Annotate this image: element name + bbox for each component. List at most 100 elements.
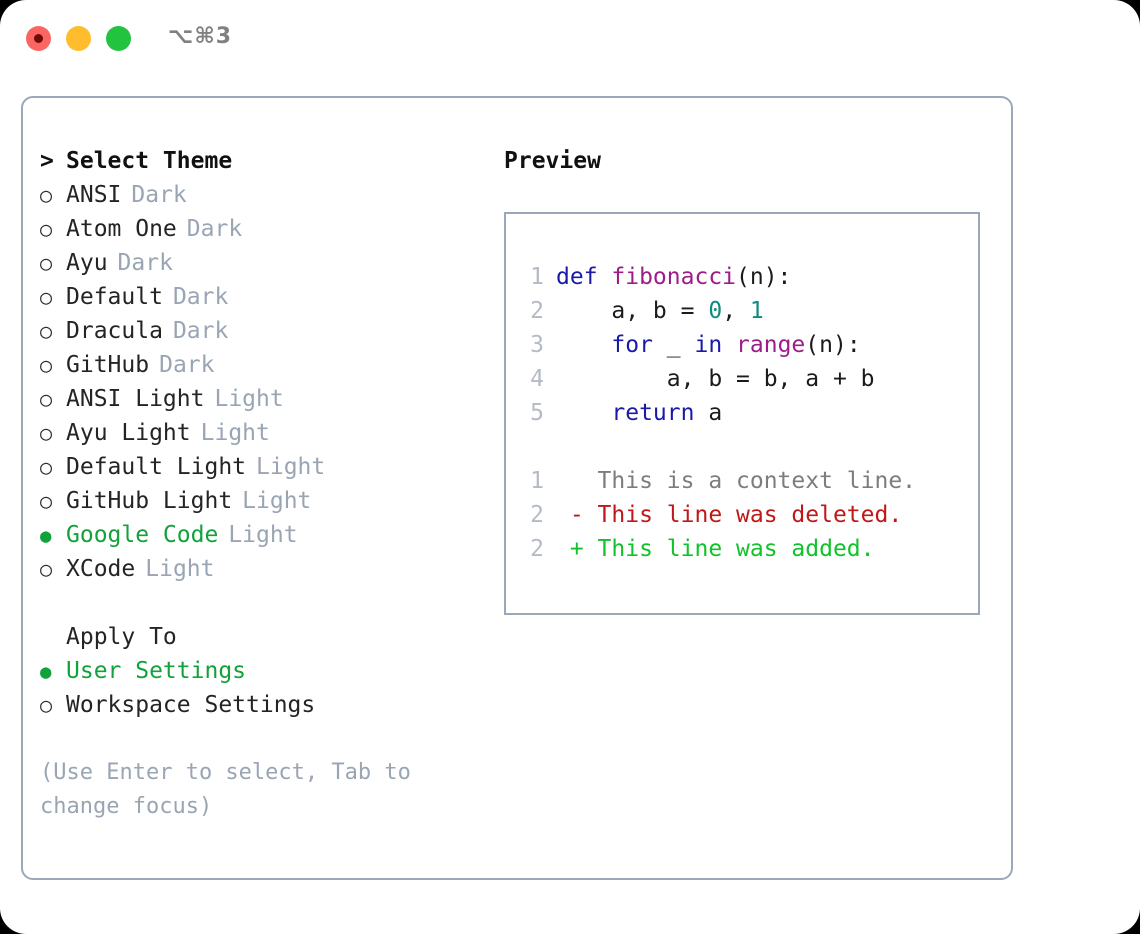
preview-title: Preview [504, 148, 601, 174]
code-line-text: a, b = 0, 1 [556, 294, 764, 328]
theme-name: Ayu Light [66, 420, 191, 446]
diff-line: 2 - This line was deleted. [518, 498, 972, 532]
apply-to-options: ● User Settings ○Workspace Settings [40, 654, 490, 722]
theme-name: Default [66, 284, 163, 310]
theme-name: GitHub Light [66, 488, 233, 514]
theme-name: Default Light [66, 454, 247, 480]
radio-unselected-icon: ○ [40, 183, 53, 207]
code-line: 2 a, b = 0, 1 [518, 294, 972, 328]
radio-unselected-icon: ○ [40, 489, 53, 513]
radio-unselected-icon: ○ [40, 557, 53, 581]
radio-unselected-icon: ○ [40, 421, 53, 445]
theme-variant-tag: Light [200, 420, 270, 446]
selection-arrow-icon: > [40, 148, 54, 174]
line-number: 2 [530, 536, 544, 562]
code-token-kw: for [611, 332, 653, 358]
theme-list-item[interactable]: ○ ANSI Light Light [40, 382, 490, 416]
radio-unselected-icon: ○ [40, 285, 53, 309]
apply-to-option-label: User Settings [66, 658, 247, 684]
apply-to-title: Apply To [66, 624, 177, 650]
code-line: 5 return a [518, 396, 972, 430]
line-number: 4 [530, 366, 544, 392]
code-token-plain: (n): [736, 264, 792, 290]
theme-variant-tag: Light [256, 454, 326, 480]
code-token-plain [722, 332, 736, 358]
code-token-num: 1 [749, 298, 764, 324]
theme-name: Google Code [66, 522, 219, 548]
line-number: 2 [530, 298, 544, 324]
theme-name: XCode [66, 556, 136, 582]
radio-unselected-icon: ○ [40, 693, 53, 717]
code-token-plain: a [694, 400, 723, 426]
diff-line-text: This is a context line. [597, 468, 917, 494]
apply-to-marker-placeholder [40, 620, 66, 654]
apply-to-option[interactable]: ● User Settings [40, 654, 490, 688]
theme-name: ANSI Light [66, 386, 205, 412]
theme-name: ANSI [66, 182, 122, 208]
radio-selected-icon: ● [40, 661, 52, 683]
theme-variant-tag: Dark [117, 250, 173, 276]
line-number: 3 [530, 332, 544, 358]
radio-unselected-icon: ○ [40, 387, 53, 411]
radio-unselected-icon: ○ [40, 217, 53, 241]
code-token-fn: fibonacci [611, 264, 737, 290]
theme-variant-tag: Dark [172, 318, 229, 344]
maximize-button[interactable] [106, 26, 131, 51]
theme-name: Dracula [66, 318, 163, 344]
code-line-text: return a [556, 396, 722, 430]
diff-line-text: This line was added. [597, 536, 875, 562]
theme-list-item[interactable]: ○ Ayu Light Light [40, 416, 490, 450]
code-line: 4 a, b = b, a + b [518, 362, 972, 396]
theme-variant-tag: Light [145, 556, 215, 582]
code-token-plain: , [722, 298, 750, 324]
diff-line: 1 This is a context line. [518, 464, 972, 498]
diff-line-text: This line was deleted. [597, 502, 903, 528]
theme-list-item[interactable]: ○ Dracula Dark [40, 314, 490, 348]
theme-list-item[interactable]: ○ Default Light Light [40, 450, 490, 484]
title-bar: ⌥⌘3 [0, 0, 1140, 78]
diff-line: 2 + This line was added. [518, 532, 972, 566]
radio-unselected-icon: ○ [40, 455, 53, 479]
theme-list-item[interactable]: ○ ANSI Dark [40, 178, 490, 212]
radio-unselected-icon: ○ [40, 353, 53, 377]
theme-picker-title: Select Theme [66, 148, 233, 174]
theme-list-item[interactable]: ○ Ayu Dark [40, 246, 490, 280]
theme-variant-tag: Light [214, 386, 284, 412]
apply-to-option[interactable]: ○Workspace Settings [40, 688, 490, 722]
theme-variant-tag: Dark [172, 284, 229, 310]
code-token-plain [556, 400, 611, 426]
apply-to-header: Apply To [40, 620, 490, 654]
code-token-plain: a, b = [556, 298, 709, 324]
traffic-light-group [26, 26, 131, 51]
code-token-plain: a, b = b, a + b [556, 366, 875, 392]
theme-list-item[interactable]: ○ XCode Light [40, 552, 490, 586]
close-button[interactable] [26, 26, 51, 51]
code-line: 3 for _ in range(n): [518, 328, 972, 362]
theme-list-item[interactable]: ○ Default Dark [40, 280, 490, 314]
radio-unselected-icon: ○ [40, 251, 53, 275]
line-number: 2 [530, 502, 544, 528]
spacer [40, 586, 490, 620]
minimize-button[interactable] [66, 26, 91, 51]
spacer [518, 430, 972, 464]
code-token-fn: range [736, 332, 806, 358]
theme-variant-tag: Dark [131, 182, 187, 208]
window-shortcut-title: ⌥⌘3 [168, 24, 233, 49]
line-number: 1 [530, 264, 544, 290]
radio-unselected-icon: ○ [40, 319, 53, 343]
theme-name: Ayu [66, 250, 108, 276]
theme-name: GitHub [66, 352, 150, 378]
code-token-plain: (n): [805, 332, 861, 358]
